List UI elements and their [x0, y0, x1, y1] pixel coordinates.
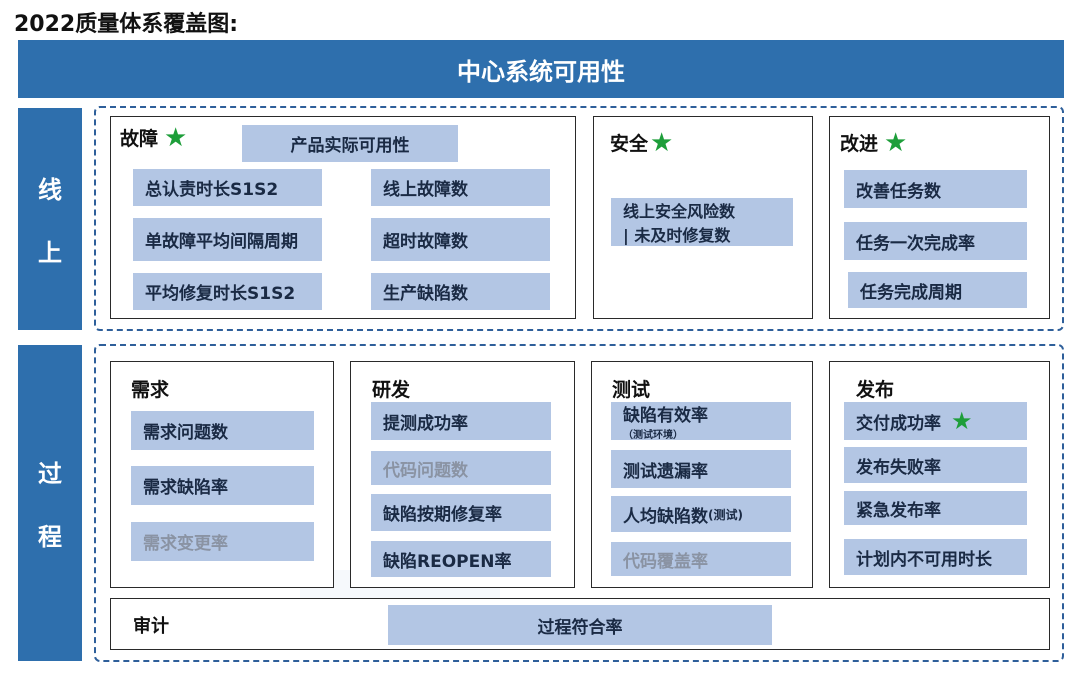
page-title: 2022质量体系覆盖图: [14, 12, 239, 37]
sidebar-process-char-2: 程 [38, 523, 62, 551]
security-title-text: 安全 [610, 133, 649, 155]
testing-title: 测试 [612, 379, 651, 401]
security-title: 安全 ★ [610, 129, 673, 156]
green-star-icon: ★ [884, 127, 908, 158]
development-item-3: 缺陷REOPEN率 [371, 541, 551, 577]
security-risk-box: 线上安全风险数 | 未及时修复数 [611, 198, 793, 246]
fault-title: 故障 ★ [120, 124, 187, 151]
release-item-3: 紧急发布率 [844, 491, 1027, 525]
requirements-item-1: 需求问题数 [131, 411, 314, 450]
improve-item-2: 任务一次完成率 [844, 222, 1027, 260]
fault-item-right-2: 超时故障数 [371, 218, 550, 261]
sidebar-online-char-2: 上 [38, 239, 62, 267]
testing-defect-rate: 缺陷有效率 [623, 406, 708, 426]
audit-title: 审计 [133, 616, 169, 637]
requirements-item-grey-1: 需求变更率 [131, 522, 314, 561]
testing-defect-rate-note: （测试环境） [623, 430, 683, 441]
green-star-icon: ★ [650, 127, 674, 158]
fault-title-text: 故障 [120, 128, 159, 150]
testing-item-grey-1: 代码覆盖率 [611, 542, 791, 576]
green-star-icon: ★ [951, 407, 973, 435]
development-item-2: 缺陷按期修复率 [371, 494, 551, 531]
improve-title: 改进 ★ [840, 129, 907, 156]
fault-item-right-1: 线上故障数 [371, 169, 550, 206]
testing-per-capita: 人均缺陷数 [623, 506, 708, 527]
requirements-title: 需求 [131, 379, 170, 401]
online-frame [94, 106, 1064, 331]
sidebar-online: 线 上 [18, 108, 82, 330]
green-star-icon: ★ [164, 122, 188, 153]
testing-escape-rate: 测试遗漏率 [611, 450, 791, 488]
development-item-grey-1: 代码问题数 [371, 451, 551, 485]
improve-title-text: 改进 [840, 133, 879, 155]
audit-item: 过程符合率 [388, 605, 772, 645]
sidebar-online-char-1: 线 [38, 176, 62, 204]
improve-item-1: 改善任务数 [844, 170, 1027, 208]
sidebar-process-char-1: 过 [38, 460, 62, 488]
fault-item-left-2: 单故障平均间隔周期 [133, 218, 322, 261]
testing-per-capita-note: (测试) [708, 507, 743, 522]
release-item-1: 交付成功率 [856, 413, 941, 434]
development-title: 研发 [372, 379, 411, 401]
development-item-1: 提测成功率 [371, 402, 551, 440]
fault-item-right-3: 生产缺陷数 [371, 273, 550, 310]
release-title: 发布 [856, 379, 895, 401]
fault-item-left-3: 平均修复时长S1S2 [133, 273, 322, 310]
process-frame [94, 344, 1064, 662]
testing-defect-rate-box: 缺陷有效率 （测试环境） [611, 402, 791, 441]
testing-per-capita-box: 人均缺陷数 (测试) [611, 496, 791, 532]
top-banner: 中心系统可用性 [18, 40, 1064, 98]
sidebar-process: 过 程 [18, 345, 82, 661]
requirements-item-2: 需求缺陷率 [131, 466, 314, 505]
fault-item-left-1: 总认责时长S1S2 [133, 169, 322, 206]
product-availability-box: 产品实际可用性 [242, 125, 458, 162]
release-item-4: 计划内不可用时长 [844, 539, 1027, 575]
security-risk-line1: 线上安全风险数 [623, 202, 736, 221]
release-item-1-box: 交付成功率 ★ [844, 402, 1027, 440]
security-risk-line2: | 未及时修复数 [623, 226, 731, 245]
release-item-2: 发布失败率 [844, 447, 1027, 483]
improve-item-3: 任务完成周期 [848, 272, 1027, 308]
